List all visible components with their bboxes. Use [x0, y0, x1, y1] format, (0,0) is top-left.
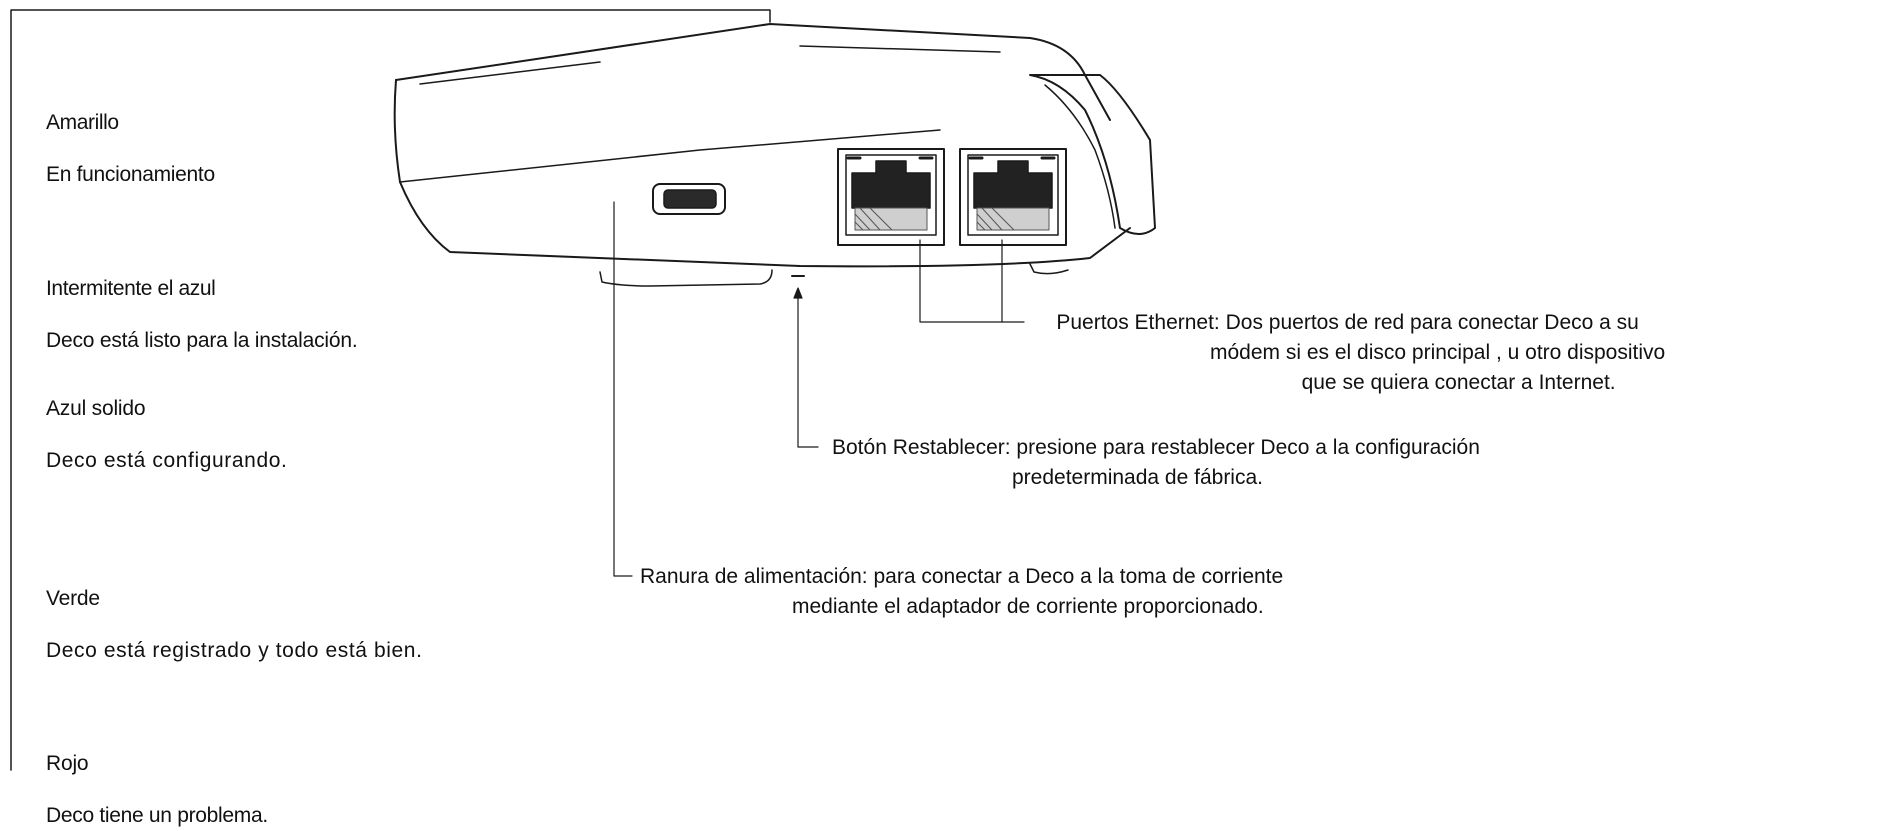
reset-leader-line — [793, 287, 819, 448]
ethernet-leader-lines — [919, 239, 1025, 323]
legend-color-rojo: Rojo — [46, 752, 89, 775]
led-indicator-line — [10, 9, 771, 771]
device-foot — [599, 269, 773, 287]
device-mid-seam — [399, 129, 941, 183]
callout-reset-line-2: predeterminada de fábrica. — [1012, 466, 1263, 489]
device-top-edge — [395, 23, 1111, 121]
legend-color-azul-solido: Azul solido — [46, 397, 146, 420]
power-leader-line — [613, 201, 633, 577]
legend-color-verde: Verde — [46, 587, 100, 610]
ethernet-port-1 — [837, 148, 945, 246]
deco-device — [393, 23, 1156, 287]
legend-meaning-verde: Deco está registrado y todo está bien. — [46, 639, 423, 662]
legend-color-amarillo: Amarillo — [46, 111, 119, 134]
callout-ethernet-line-2: módem si es el disco principal , u otro … — [1210, 341, 1666, 364]
legend-color-intermitente-azul: Intermitente el azul — [46, 277, 216, 300]
power-slot — [652, 183, 726, 215]
callout-ethernet-line-3: que se quiera conectar a Internet. — [1301, 371, 1616, 394]
device-foot-right — [1029, 263, 1069, 275]
callout-power-line-2: mediante el adaptador de corriente propo… — [792, 595, 1264, 618]
device-right-face — [1029, 74, 1156, 235]
callout-reset-line-1: Botón Restablecer: presione para restabl… — [832, 436, 1480, 459]
device-right-inner — [1044, 84, 1116, 229]
callout-ethernet-line-1: Puertos Ethernet: Dos puertos de red par… — [1056, 311, 1639, 334]
ethernet-port-2 — [959, 148, 1067, 246]
callout-power-line-1: Ranura de alimentación: para conectar a … — [640, 565, 1284, 588]
callout-power-slot: Ranura de alimentación: para conectar a … — [640, 562, 1283, 622]
device-bottom-curve — [399, 181, 1131, 268]
device-left-edge — [393, 79, 401, 183]
callout-reset-button: Botón Restablecer: presione para restabl… — [832, 433, 1480, 493]
legend-meaning-rojo: Deco tiene un problema. — [46, 804, 268, 827]
legend-meaning-amarillo: En funcionamiento — [46, 163, 215, 186]
callout-ethernet-ports: Puertos Ethernet: Dos puertos de red par… — [1030, 308, 1665, 398]
legend-meaning-intermitente-azul: Deco está listo para la instalación. — [46, 329, 358, 352]
legend-meaning-azul-solido: Deco está configurando. — [46, 449, 288, 472]
